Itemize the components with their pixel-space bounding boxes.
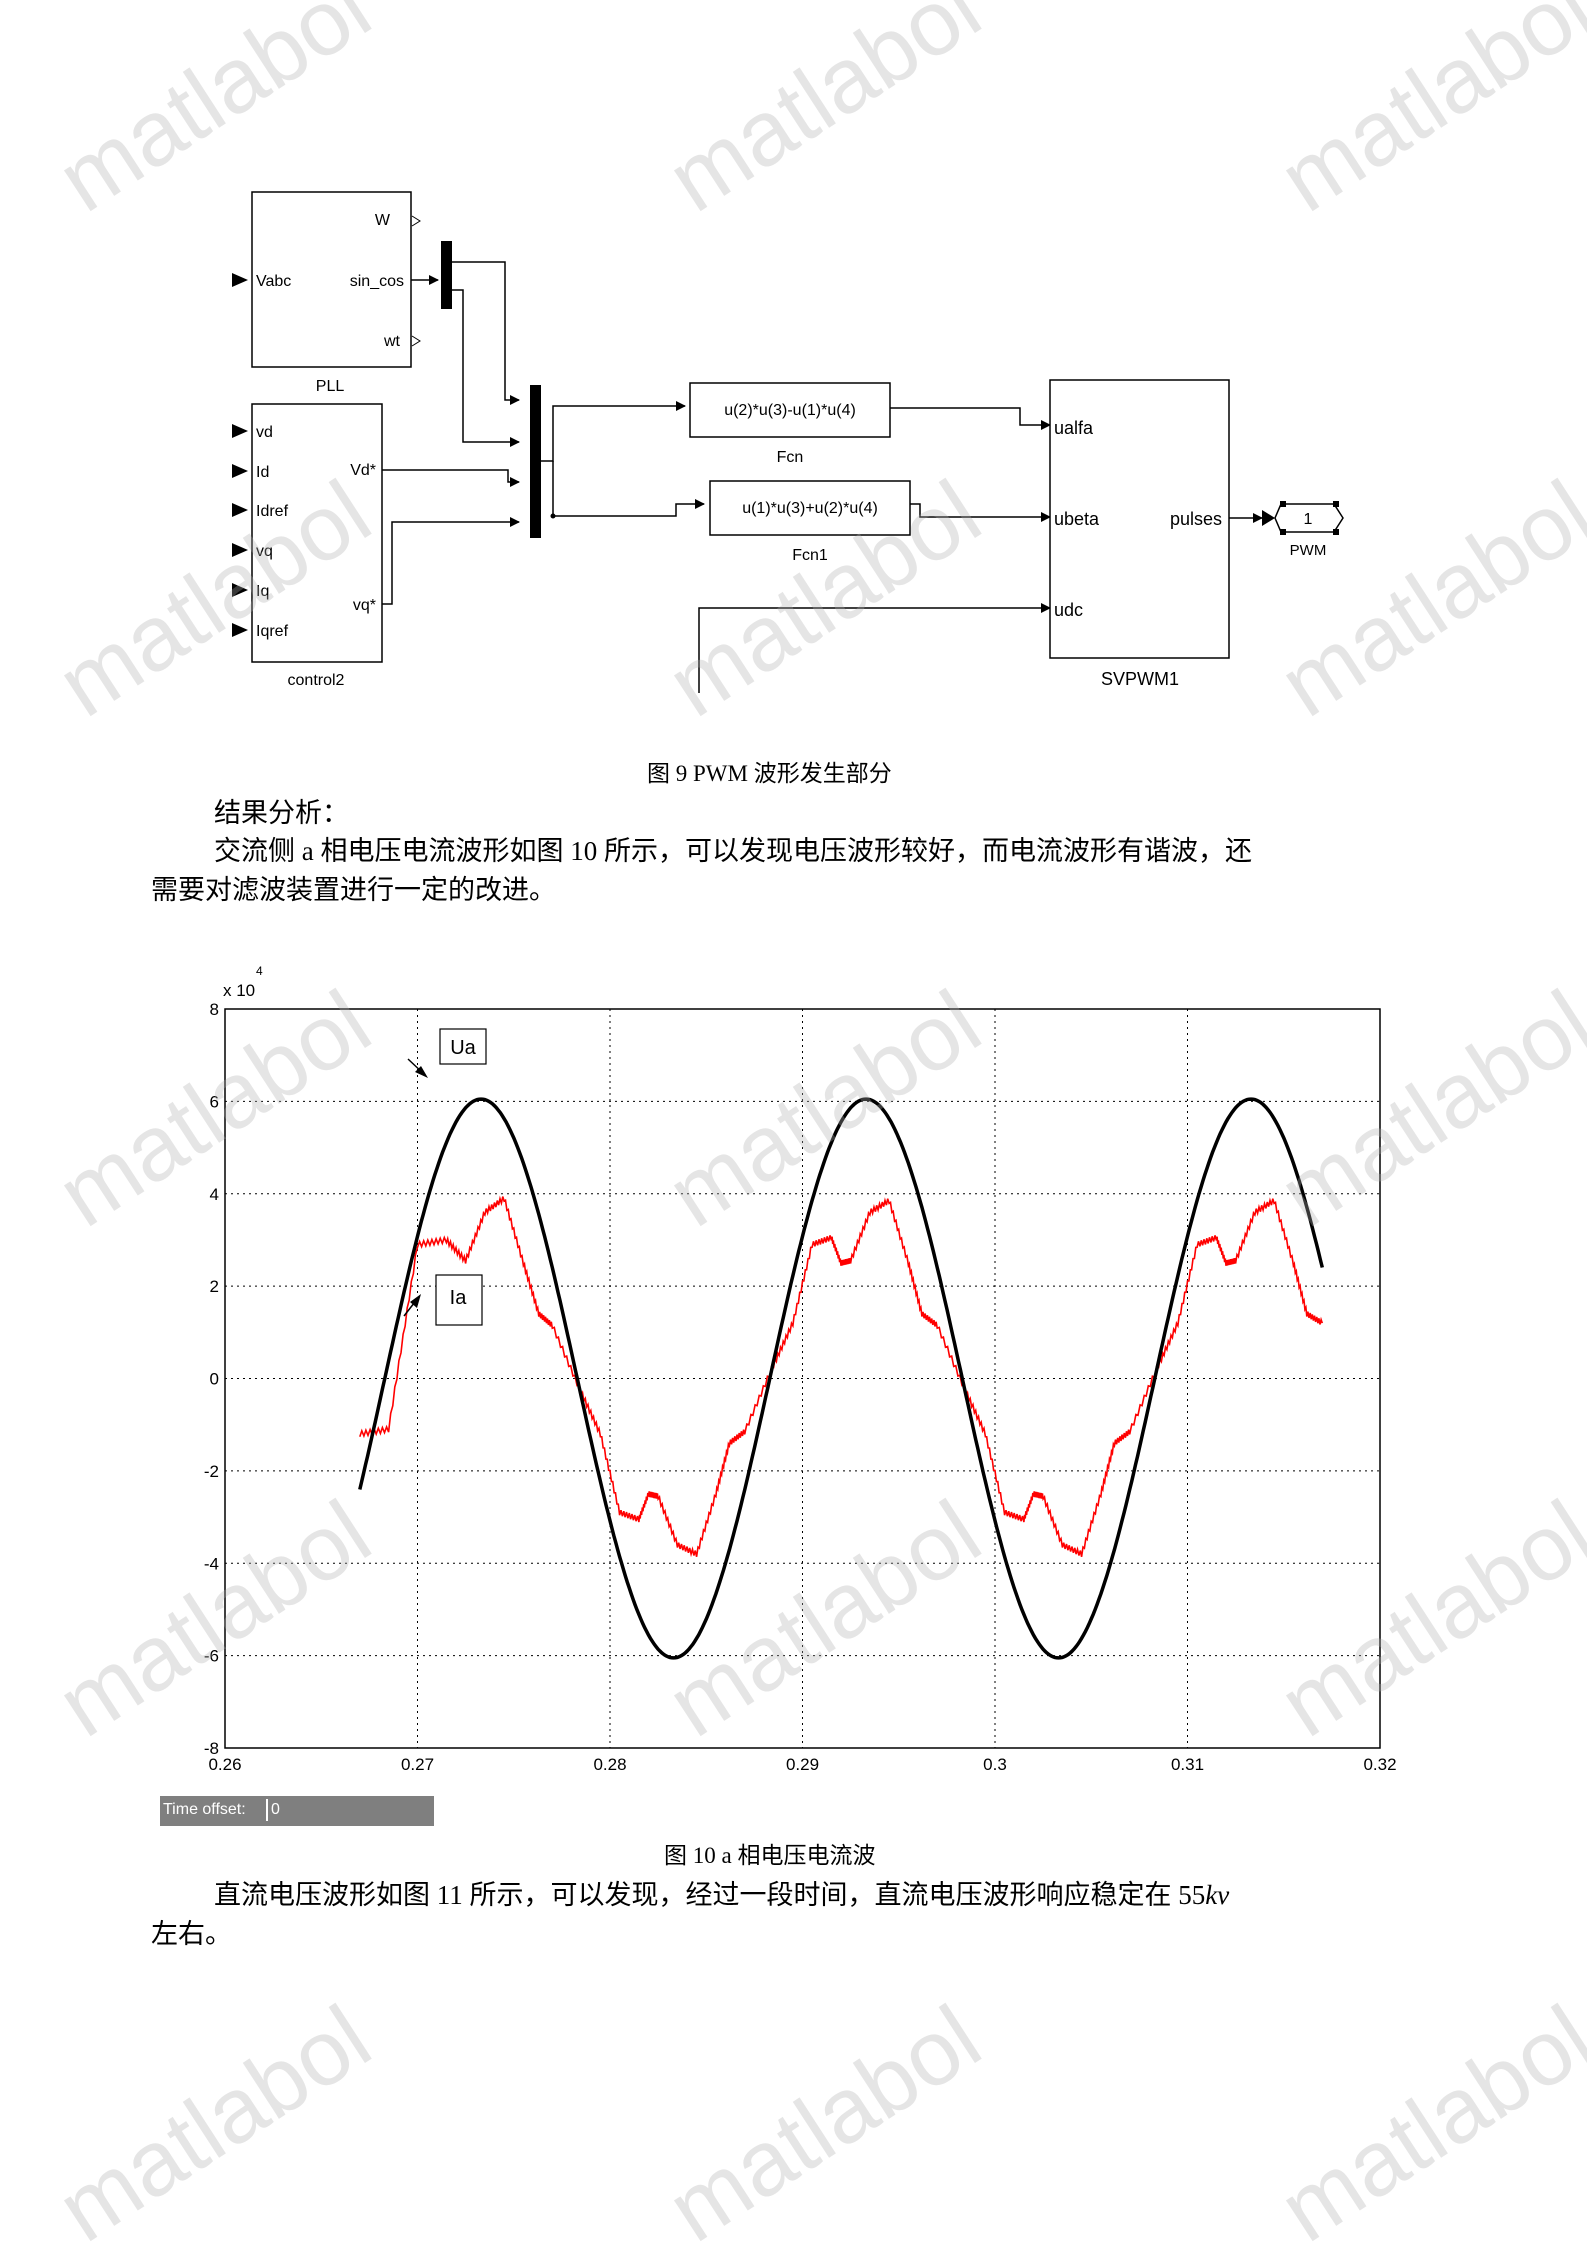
- pwm-goto-block: 1 PWM: [1274, 501, 1344, 559]
- control2-input-vd: vd: [256, 424, 273, 441]
- watermark: matlabol: [1262, 971, 1587, 1247]
- y-tick-label: 0: [210, 1370, 219, 1389]
- fcn1-block: u(1)*u(3)+u(2)*u(4) Fcn1: [709, 480, 911, 564]
- y-tick-label: -2: [204, 1462, 219, 1481]
- svpwm-output-pulses: pulses: [1170, 509, 1222, 529]
- fcn1-label: Fcn1: [792, 547, 828, 564]
- pll-input-vabc: Vabc: [256, 273, 291, 290]
- svpwm-input-ubeta: ubeta: [1054, 509, 1100, 529]
- svpwm-label: SVPWM1: [1101, 669, 1179, 689]
- time-offset-label: Time offset:: [163, 1801, 246, 1818]
- series-ia-line: [359, 1195, 1324, 1558]
- pll-output-sincos: sin_cos: [350, 273, 404, 290]
- control2-input-vq: vq: [256, 543, 273, 560]
- analysis-heading: 结果分析：: [214, 798, 349, 828]
- paragraph-1-line-1: 交流侧 a 相电压电流波形如图 10 所示，可以发现电压波形较好，而电流波形有谐…: [214, 836, 1252, 866]
- y-multiplier-exponent: 4: [256, 964, 263, 978]
- pwm-goto-label: PWM: [1290, 542, 1327, 559]
- x-tick-label: 0.32: [1363, 1755, 1396, 1774]
- pll-label: PLL: [316, 378, 345, 395]
- watermark: matlabol: [40, 1986, 388, 2262]
- annotation-ua-text: Ua: [450, 1037, 476, 1059]
- control2-input-iqref: Iqref: [256, 623, 289, 640]
- y-tick-label: -8: [204, 1739, 219, 1758]
- series-ua-line: [358, 1097, 1324, 1660]
- control2-output-vd: Vd*: [350, 462, 376, 479]
- control2-input-id: Id: [256, 464, 269, 481]
- annotation-ia: Ia: [403, 1274, 483, 1326]
- paragraph-2-line-1: 直流电压波形如图 11 所示，可以发现，经过一段时间，直流电压波形响应稳定在 5…: [214, 1876, 1229, 1914]
- fcn-label: Fcn: [777, 449, 804, 466]
- svpwm-input-ualfa: ualfa: [1054, 418, 1094, 438]
- watermark: matlabol: [650, 1481, 998, 1757]
- watermark: matlabol: [1262, 1481, 1587, 1757]
- fcn-expression: u(2)*u(3)-u(1)*u(4): [724, 402, 856, 419]
- pwm-block-diagram: Vabc W sin_cos wt PLL vd Id Idref vq Iq: [232, 191, 1344, 693]
- svpwm-input-udc: udc: [1054, 600, 1083, 620]
- x-tick-label: 0.28: [593, 1755, 626, 1774]
- pll-output-w: W: [375, 212, 391, 229]
- chart-grid: [225, 1009, 1380, 1748]
- fcn1-expression: u(1)*u(3)+u(2)*u(4): [742, 500, 878, 517]
- x-tick-label: 0.27: [401, 1755, 434, 1774]
- x-tick-label: 0.26: [208, 1755, 241, 1774]
- annotation-ia-text: Ia: [450, 1287, 468, 1309]
- chart-tick-labels: 0.26 0.27 0.28 0.29 0.3 0.31 0.32 8 6 4 2 0 -2 -4 -6 -8: [204, 1000, 1397, 1774]
- watermark: matlabol: [40, 1481, 388, 1757]
- chart-plot-area: [224, 1008, 1381, 1749]
- paragraph-1-line-2: 需要对滤波装置进行一定的改进。: [151, 875, 556, 905]
- x-tick-label: 0.31: [1171, 1755, 1204, 1774]
- time-offset-bar: Time offset: 0: [160, 1796, 434, 1826]
- svpwm-block: ualfa ubeta udc pulses SVPWM1: [1049, 379, 1230, 689]
- demux-bar: [441, 241, 452, 309]
- pwm-goto-value: 1: [1304, 511, 1313, 528]
- x-tick-label: 0.3: [983, 1755, 1007, 1774]
- y-tick-label: -4: [204, 1554, 219, 1573]
- control2-input-iq: Iq: [256, 583, 269, 600]
- watermark: matlabol: [1262, 1986, 1587, 2262]
- x-tick-label: 0.29: [786, 1755, 819, 1774]
- paragraph-2-text: 直流电压波形如图 11 所示，可以发现，经过一段时间，直流电压波形响应稳定在 5…: [214, 1880, 1206, 1910]
- control2-label: control2: [288, 672, 345, 689]
- y-tick-label: 2: [210, 1277, 219, 1296]
- y-tick-label: 8: [210, 1000, 219, 1019]
- pll-block: Vabc W sin_cos wt PLL: [232, 191, 421, 395]
- time-offset-value: 0: [271, 1801, 280, 1818]
- figure10-caption: 图 10 a 相电压电流波: [664, 1843, 876, 1868]
- watermark: matlabol: [40, 971, 388, 1247]
- time-offset-field[interactable]: 0: [266, 1799, 432, 1821]
- y-tick-label: 6: [210, 1092, 219, 1111]
- fcn-block: u(2)*u(3)-u(1)*u(4) Fcn: [689, 382, 891, 466]
- annotation-ua: Ua: [407, 1028, 487, 1078]
- control2-output-vq: vq*: [353, 597, 376, 614]
- paragraph-2-unit: kv: [1205, 1880, 1230, 1910]
- watermark: matlabol: [650, 1986, 998, 2262]
- control2-input-idref: Idref: [256, 503, 289, 520]
- y-tick-label: -6: [204, 1647, 219, 1666]
- control2-block: vd Id Idref vq Iq Iqref Vd* vq* control2: [232, 403, 383, 689]
- figure9-caption: 图 9 PWM 波形发生部分: [647, 761, 892, 786]
- watermark: matlabol: [650, 971, 998, 1247]
- paragraph-2-line-2: 左右。: [151, 1919, 232, 1949]
- pll-output-wt: wt: [383, 333, 401, 350]
- y-multiplier-label: x 10: [223, 981, 255, 1000]
- y-tick-label: 4: [210, 1185, 219, 1204]
- mux-bar: [530, 385, 541, 538]
